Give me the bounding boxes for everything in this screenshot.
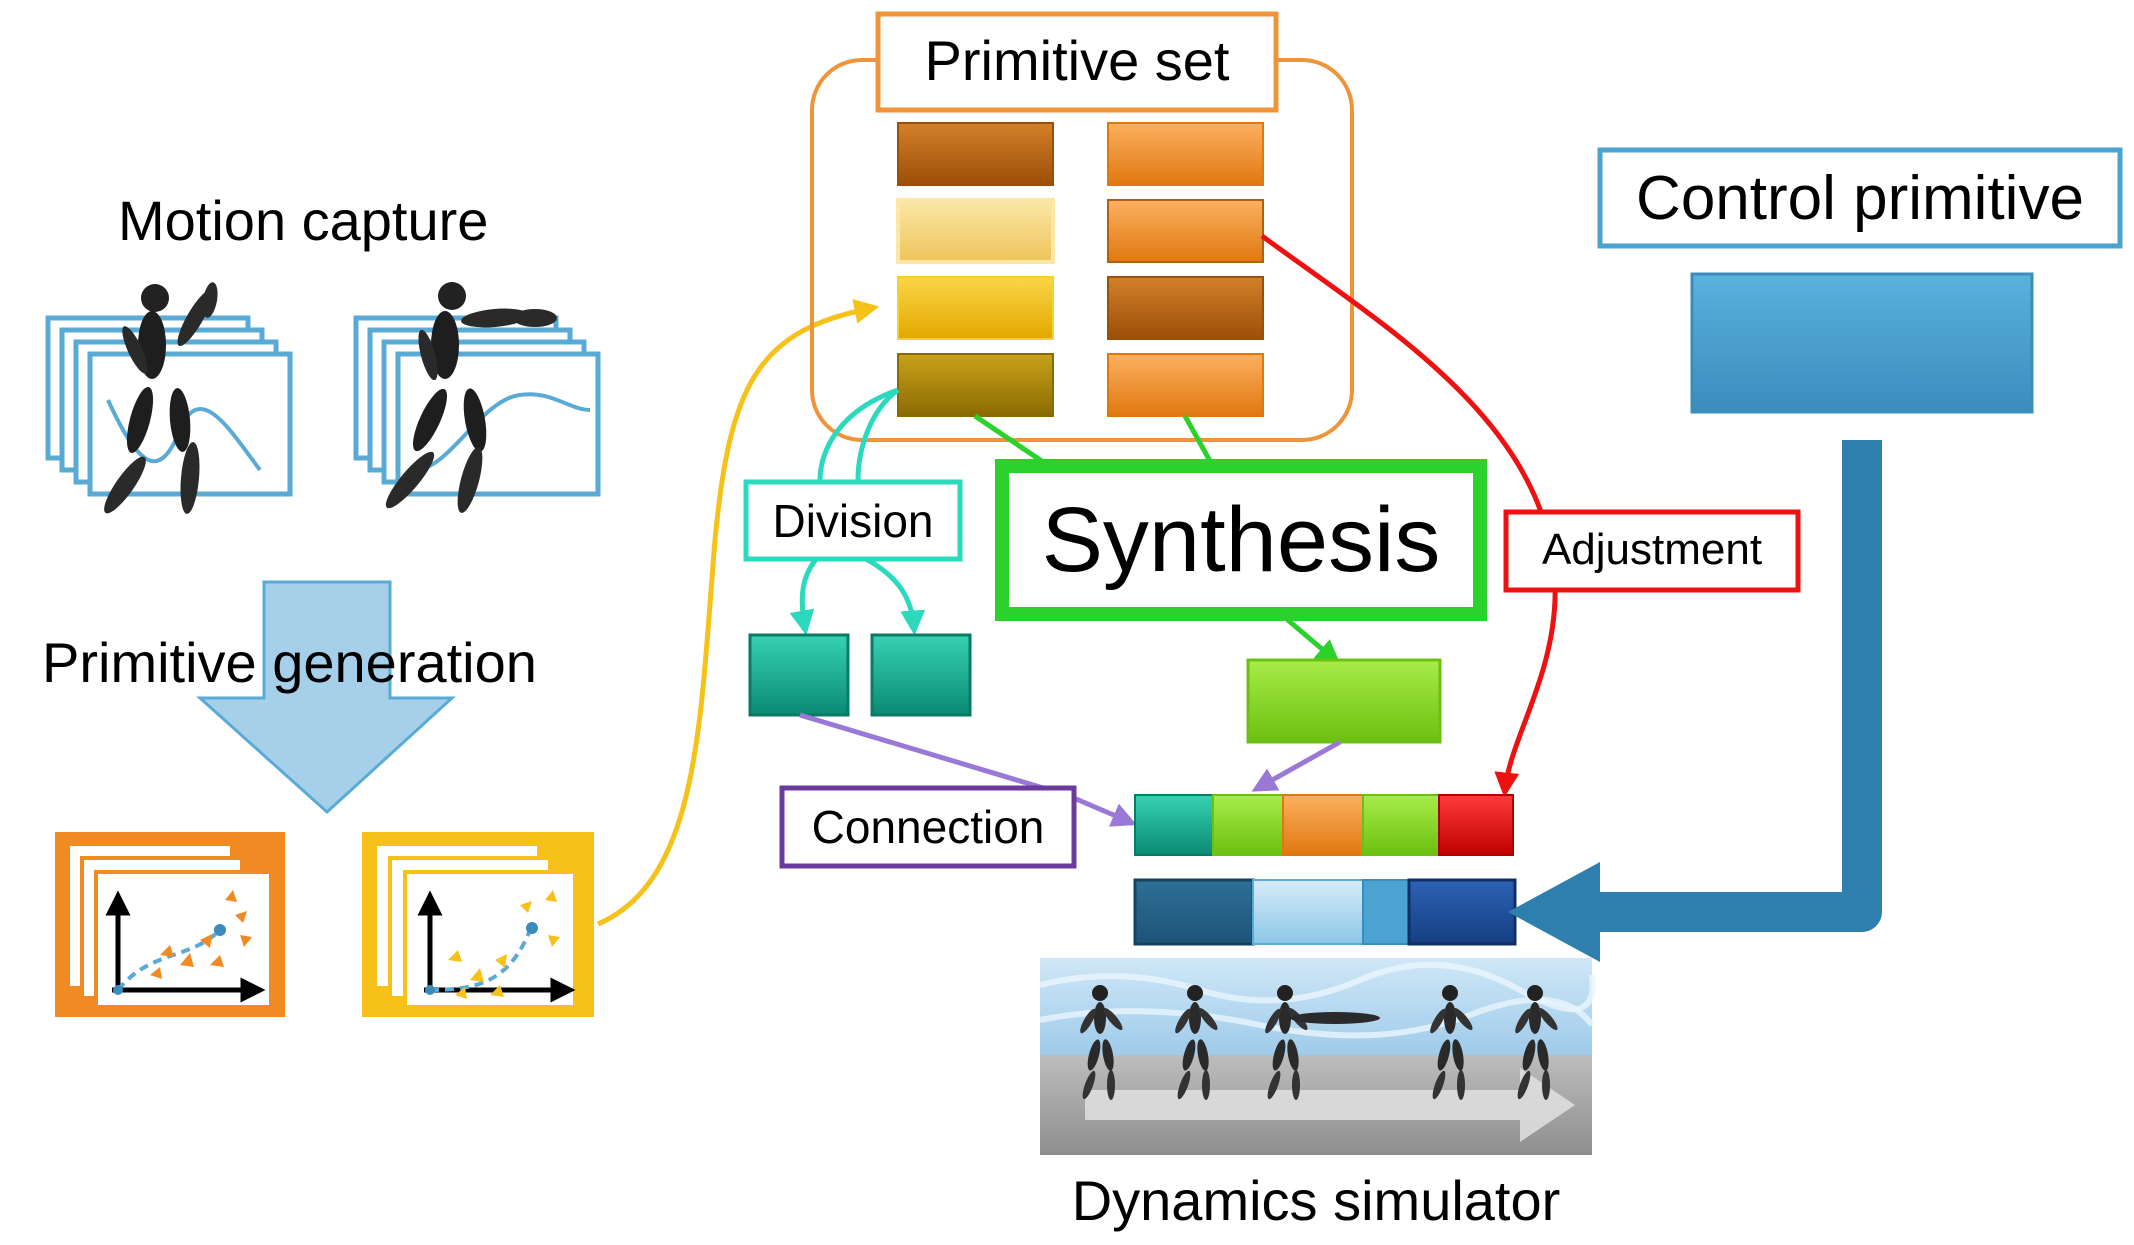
primitive-set-title-box xyxy=(875,11,1279,113)
yellow-flow-arrow xyxy=(597,299,880,927)
adjustment-label: Adjustment xyxy=(1541,525,1763,574)
primitive-block xyxy=(1107,276,1264,340)
division-label: Division xyxy=(772,495,934,547)
adjustment-label-box xyxy=(1503,509,1801,593)
control-primitive-arrow xyxy=(1555,440,1882,932)
primitive-set-blocks xyxy=(896,122,1264,417)
control-primitive-title: Control primitive xyxy=(1636,164,2084,233)
yellow-primitive-stack xyxy=(362,832,594,1017)
primitive-block xyxy=(1107,353,1264,417)
motion-capture-group-1 xyxy=(45,315,293,497)
orange-primitive-stack xyxy=(55,832,285,1017)
primitive-set-title: Primitive set xyxy=(924,29,1230,92)
connected-primitive-sequence xyxy=(1134,794,1514,856)
motion-capture-label: Motion capture xyxy=(118,189,489,252)
synthesis-label: Synthesis xyxy=(1041,489,1441,591)
synthesized-block xyxy=(1246,658,1442,744)
division-label-box xyxy=(743,479,963,562)
primitive-block xyxy=(1107,122,1264,186)
dynamics-simulator-image xyxy=(1039,958,1596,1155)
primitive-generation-arrow xyxy=(196,580,456,815)
primitive-generation-label: Primitive generation xyxy=(42,631,537,694)
primitive-block xyxy=(1107,199,1264,263)
motion-capture-figure-2 xyxy=(385,282,557,513)
divided-block-1 xyxy=(748,633,850,717)
primitive-block xyxy=(897,276,1054,340)
primitive-block xyxy=(897,353,1054,417)
control-primitive-arrowhead xyxy=(1508,862,1600,962)
motion-capture-figure-1 xyxy=(104,282,218,514)
dynamics-simulator-label: Dynamics simulator xyxy=(1071,1169,1561,1232)
divided-block-2 xyxy=(870,633,972,717)
control-primitive-sequence xyxy=(1133,878,1517,946)
primitive-block xyxy=(897,122,1054,186)
synthesis-box xyxy=(995,459,1487,621)
connection-label: Connection xyxy=(811,801,1045,853)
control-primitive-block xyxy=(1690,272,2034,414)
connection-label-box xyxy=(779,785,1077,869)
primitive-block xyxy=(896,198,1055,264)
primitive-set-container xyxy=(810,58,1354,442)
control-primitive-title-box xyxy=(1597,147,2123,249)
